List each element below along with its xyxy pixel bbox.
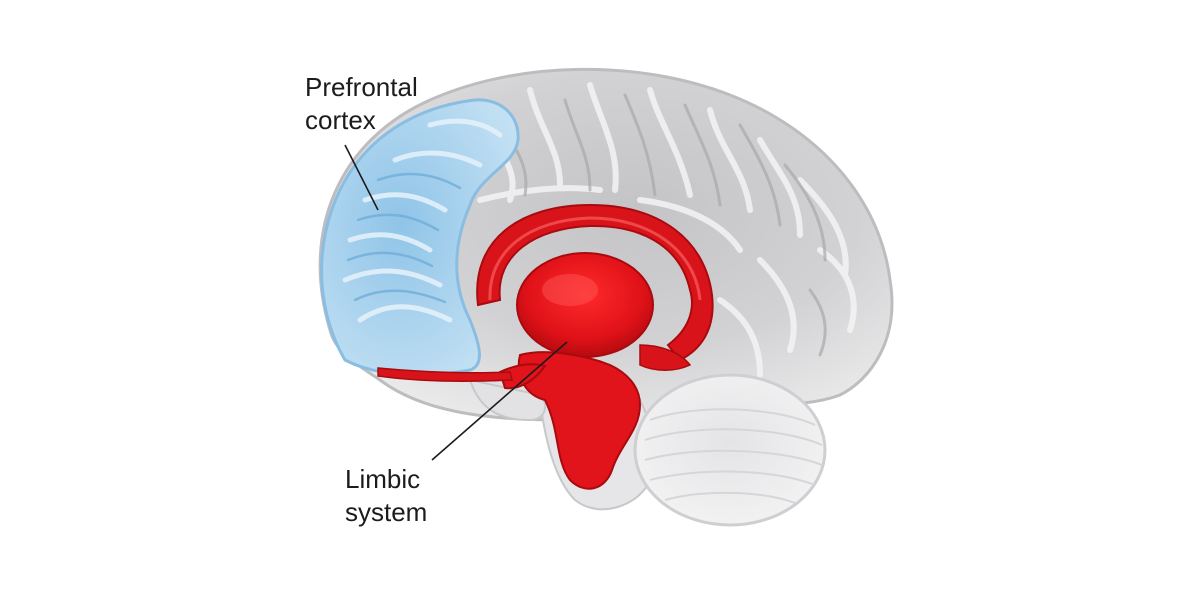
prefrontal-sulci bbox=[346, 172, 462, 304]
prefrontal-cortex-region bbox=[320, 98, 520, 377]
prefrontal-label-line1: Prefrontal bbox=[305, 72, 418, 102]
prefrontal-pointer-line bbox=[344, 144, 379, 211]
cerebellum-folia bbox=[644, 408, 823, 504]
prefrontal-folds bbox=[342, 118, 503, 323]
limbic-system-region bbox=[377, 203, 714, 490]
limbic-label-line2: system bbox=[345, 497, 427, 527]
temporal-lobe bbox=[468, 378, 547, 422]
prefrontal-label-line2: cortex bbox=[305, 105, 376, 135]
cortex-gyri bbox=[467, 82, 857, 378]
limbic-label-line1: Limbic bbox=[345, 464, 420, 494]
limbic-pointer-line bbox=[431, 341, 568, 461]
